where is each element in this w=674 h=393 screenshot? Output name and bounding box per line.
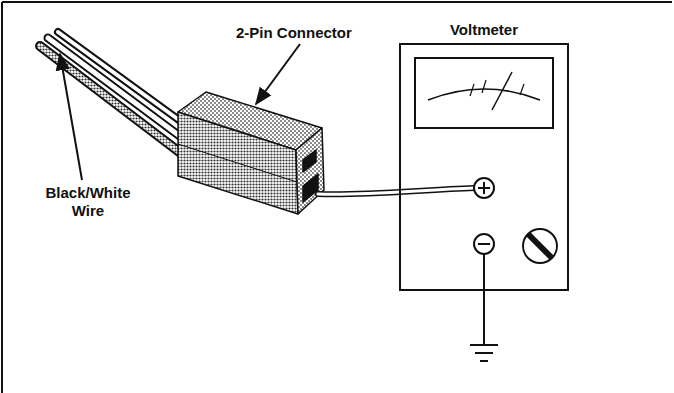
range-knob: [523, 229, 557, 263]
meter-housing: [399, 43, 569, 291]
wire-label: Black/White Wire: [40, 184, 136, 220]
connector-body: [178, 92, 324, 214]
meter-face: [415, 58, 553, 128]
negative-terminal: [474, 234, 494, 254]
positive-terminal: [474, 178, 494, 198]
part-label: 2-Pin Connector: [236, 24, 352, 42]
ground-symbol: [470, 254, 498, 361]
voltmeter-box: Voltmeter: [399, 21, 569, 291]
device-name: Voltmeter: [399, 21, 569, 39]
wire-bundle: [40, 32, 190, 154]
test-lead: [318, 188, 474, 194]
leader-lines: [60, 44, 300, 180]
